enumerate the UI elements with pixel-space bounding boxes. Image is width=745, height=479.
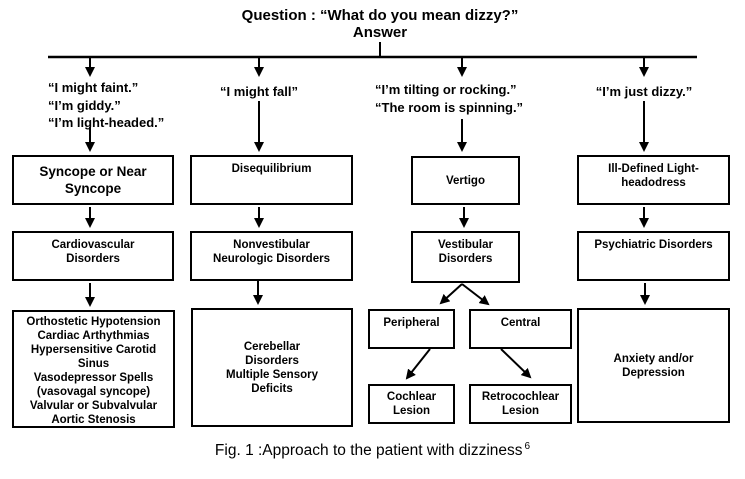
box-nonvestibular-neurologic-disorders: Nonvestibular Neurologic Disorders [190,231,353,281]
box-cerebellar-disorders: Cerebellar Disorders Multiple Sensory De… [191,308,353,427]
label-line: Syncope [64,181,122,196]
connector-peripheral-to-cochlear [405,348,431,380]
label-line: Lesion [392,405,431,417]
title-answer: Answer [352,23,408,41]
label-line: Anxiety and/or [613,352,694,365]
box-psychiatric-disorders: Psychiatric Disorders [577,231,730,281]
label-line: Cardiovascular [51,239,135,251]
box-vestibular-disorders: Vestibular Disorders [411,231,520,283]
label-line: Cochlear [386,391,437,403]
box-ill-defined-lightheadedness: Ill-Defined Light- headodress [577,155,730,205]
box-syncope: Syncope or Near Syncope [12,155,174,205]
answer-line: “I’m giddy.” [48,97,121,113]
label-line: Ill-Defined Light- [608,163,699,175]
label-line: Aortic Stenosis [51,414,136,426]
label-line: Vasodepressor Spells [33,372,154,384]
label-line: Peripheral [383,317,440,329]
label-line: headodress [621,177,686,189]
answer-line: “I’m just dizzy.” [595,84,693,99]
box-peripheral: Peripheral [368,309,455,349]
answer-faint: “I might faint.” “I’m giddy.” “I’m light… [48,79,164,132]
answer-dizzy: “I’m just dizzy.” [569,83,719,101]
label-line: Hypersensitive Carotid [30,344,157,356]
box-cardiovascular-disorders: Cardiovascular Disorders [12,231,174,281]
label-line: Disorders [438,253,493,265]
box-vertigo: Vertigo [411,156,520,205]
label-line: Disequilibrium [231,163,312,175]
label-line: Deficits [251,382,293,395]
title-question: Question : “What do you mean dizzy?” [241,7,519,24]
caption-reference: 6 [524,441,531,452]
label-line: Vestibular [438,239,493,251]
box-syncope-causes: Orthostetic Hypotension Cardiac Arthythm… [12,310,175,428]
label-line: Disorders [245,354,299,367]
label-line: Neurologic Disorders [213,253,330,265]
box-retrocochlear-lesion: Retrocochlear Lesion [469,384,572,424]
label-line: Cardiac Arthythmias [37,330,150,342]
answer-line: “I might faint.” [48,80,139,95]
answer-line: “The room is spinning.” [375,99,524,115]
box-anxiety-depression: Anxiety and/or Depression [577,308,730,423]
label-line: Psychiatric Disorders [594,239,713,251]
caption-text: Fig. 1 :Approach to the patient with diz… [214,442,523,460]
chart-title: Question : “What do you mean dizzy?” Ans… [155,7,605,41]
box-disequilibrium: Disequilibrium [190,155,353,205]
answer-line: “I might fall” [220,84,298,99]
label-line: Central [500,317,541,329]
connector-vestibular-to-peripheral [439,283,463,305]
label-line: Orthostetic Hypotension [26,316,161,328]
label-line: Retrocochlear [481,391,560,403]
box-cochlear-lesion: Cochlear Lesion [368,384,455,424]
connector-vestibular-to-central [461,283,490,306]
label-line: Sinus [77,358,110,370]
box-central: Central [469,309,572,349]
label-line: Valvular or Subvalvular [29,400,158,412]
connector-central-to-retrocochlear [500,348,532,379]
label-line: Syncope or Near [39,164,147,179]
label-line: Lesion [501,405,540,417]
answer-fall: “I might fall” [184,83,334,101]
label-line: Vertigo [446,174,485,187]
label-line: (vasovagal syncope) [36,386,151,398]
label-line: Cerebellar [243,340,301,353]
answer-line: “I’m tilting or rocking.” [375,82,517,97]
label-line: Disorders [66,253,120,265]
label-line: Depression [622,366,685,379]
answer-tilting: “I’m tilting or rocking.” “The room is s… [375,81,523,116]
answer-line: “I’m light-headed.” [48,115,165,130]
label-line: Nonvestibular [233,239,310,251]
figure-caption: Fig. 1 :Approach to the patient with diz… [0,441,745,460]
label-line: Multiple Sensory [225,368,319,381]
